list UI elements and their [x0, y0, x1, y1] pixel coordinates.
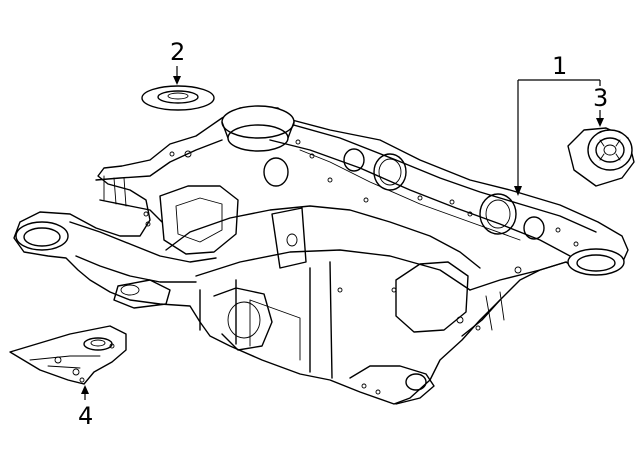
callout-2-label: 2: [170, 38, 185, 66]
bushing-illustration: [567, 127, 635, 187]
callout-1-label: 1: [552, 52, 567, 80]
shield-illustration: [9, 325, 127, 385]
callout-1: 1: [514, 52, 601, 196]
callout-3-label: 3: [593, 84, 608, 112]
callout-2: 2: [170, 38, 185, 85]
plug-illustration: [141, 85, 215, 111]
subframe-illustration: [13, 105, 629, 405]
callout-4-label: 4: [78, 402, 93, 430]
callout-4: 4: [78, 385, 93, 430]
callout-3: 3: [593, 84, 608, 127]
